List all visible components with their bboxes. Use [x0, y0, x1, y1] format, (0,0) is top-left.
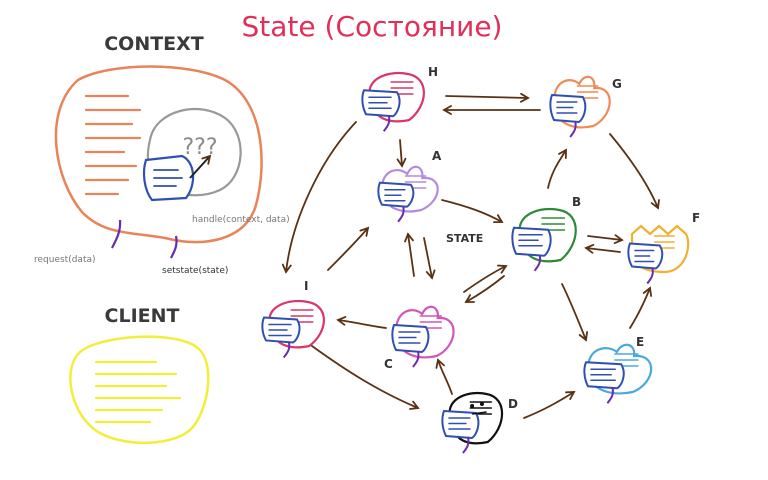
context-label: CONTEXT	[104, 33, 204, 55]
node-g-stem	[569, 120, 577, 138]
state-node-i	[261, 299, 325, 359]
node-letter-c: C	[384, 357, 393, 371]
handle-call-label: handle(context, data)	[192, 215, 290, 225]
client-label: CLIENT	[105, 305, 180, 327]
node-h-stem	[382, 114, 391, 132]
setstate-call-label: setstate(state)	[162, 266, 228, 276]
arrow-h-to-i	[281, 121, 357, 274]
node-c-card	[391, 323, 430, 354]
node-d-mouth	[471, 411, 487, 415]
node-e-stem	[606, 386, 614, 404]
arrow-h-to-a	[396, 139, 407, 168]
node-d-card	[441, 409, 480, 440]
node-letter-b: B	[572, 195, 581, 209]
arrow-a-to-b	[441, 199, 504, 223]
state-node-g	[549, 75, 611, 138]
node-b-card	[511, 226, 552, 257]
node-letter-g: G	[612, 77, 622, 91]
node-f-stem	[646, 267, 654, 285]
arrow-i-to-a	[327, 226, 370, 271]
arrow-b-to-e	[561, 283, 589, 342]
arrow-h-to-g	[445, 92, 530, 103]
context-state-card	[142, 154, 195, 202]
node-d-eye	[479, 402, 484, 406]
context-blob	[54, 65, 263, 244]
context-text-lines	[84, 94, 142, 196]
client-blob	[69, 335, 210, 445]
state-label: STATE	[446, 232, 483, 245]
request-call-label: request(data)	[34, 255, 96, 265]
node-i-stem	[282, 341, 291, 359]
setstate-stem	[170, 235, 178, 259]
node-letter-e: E	[636, 335, 644, 349]
arrow-g-to-f	[609, 133, 660, 210]
arrow-a-to-c-down	[423, 237, 436, 280]
handle-arrow	[189, 154, 212, 179]
state-node-h	[361, 71, 425, 132]
node-d-eye	[470, 404, 475, 408]
arrow-d-to-e	[523, 391, 576, 419]
node-letter-i: I	[304, 279, 308, 293]
node-g-card	[549, 93, 587, 124]
client-text-lines	[94, 360, 182, 424]
state-node-d	[441, 391, 503, 454]
arrow-f-to-b	[584, 243, 621, 254]
state-node-a	[377, 165, 439, 223]
node-c-stem	[412, 350, 420, 368]
node-a-stem	[397, 205, 405, 223]
diagram-title: State (Состояние)	[242, 10, 503, 43]
node-letter-h: H	[428, 65, 438, 79]
node-letter-a: A	[432, 149, 442, 163]
node-letter-f: F	[692, 211, 700, 225]
state-node-e	[583, 343, 653, 404]
arrow-d-to-c	[435, 358, 453, 395]
arrow-b-to-f	[587, 234, 624, 245]
arrow-i-to-d	[311, 345, 420, 410]
node-b-stem	[533, 254, 542, 272]
state-node-c	[391, 305, 455, 368]
request-stem	[111, 219, 122, 249]
arrow-c-to-b	[463, 264, 508, 293]
arrow-b-to-g	[547, 148, 567, 189]
node-d-stem	[462, 436, 470, 454]
transition-arrows	[281, 92, 660, 419]
node-letter-d: D	[508, 397, 518, 411]
arrow-c-to-i	[336, 316, 387, 329]
state-node-f	[627, 224, 690, 285]
arrow-e-to-f	[629, 286, 653, 329]
arrow-b-to-c	[464, 275, 505, 303]
state-node-b	[511, 208, 577, 272]
arrow-c-to-a-up	[404, 232, 415, 277]
unknown-marks: ???	[182, 135, 217, 160]
